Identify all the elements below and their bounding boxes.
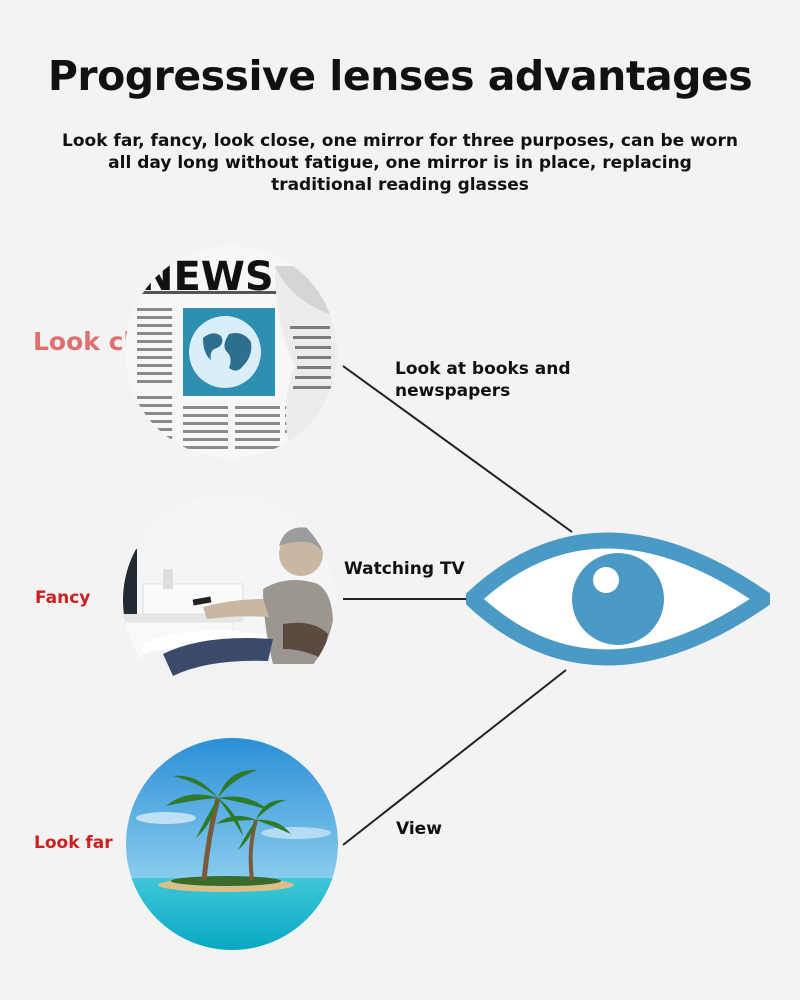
page-subtitle: Look far, fancy, look close, one mirror …	[62, 131, 738, 195]
description-books: Look at books and newspapers	[395, 359, 571, 401]
label-fancy: Fancy	[35, 588, 91, 608]
page-title: Progressive lenses advantages	[47, 52, 753, 100]
tv-watching-image	[123, 494, 335, 706]
label-look-far: Look far	[34, 833, 113, 853]
connector-line-close	[342, 365, 573, 533]
connector-line-far	[342, 669, 567, 846]
description-tv: Watching TV	[344, 559, 465, 579]
island-beach-image	[126, 738, 338, 950]
description-view: View	[396, 819, 442, 839]
newspaper-image: NEWS	[125, 246, 337, 458]
eye-icon	[466, 532, 770, 666]
